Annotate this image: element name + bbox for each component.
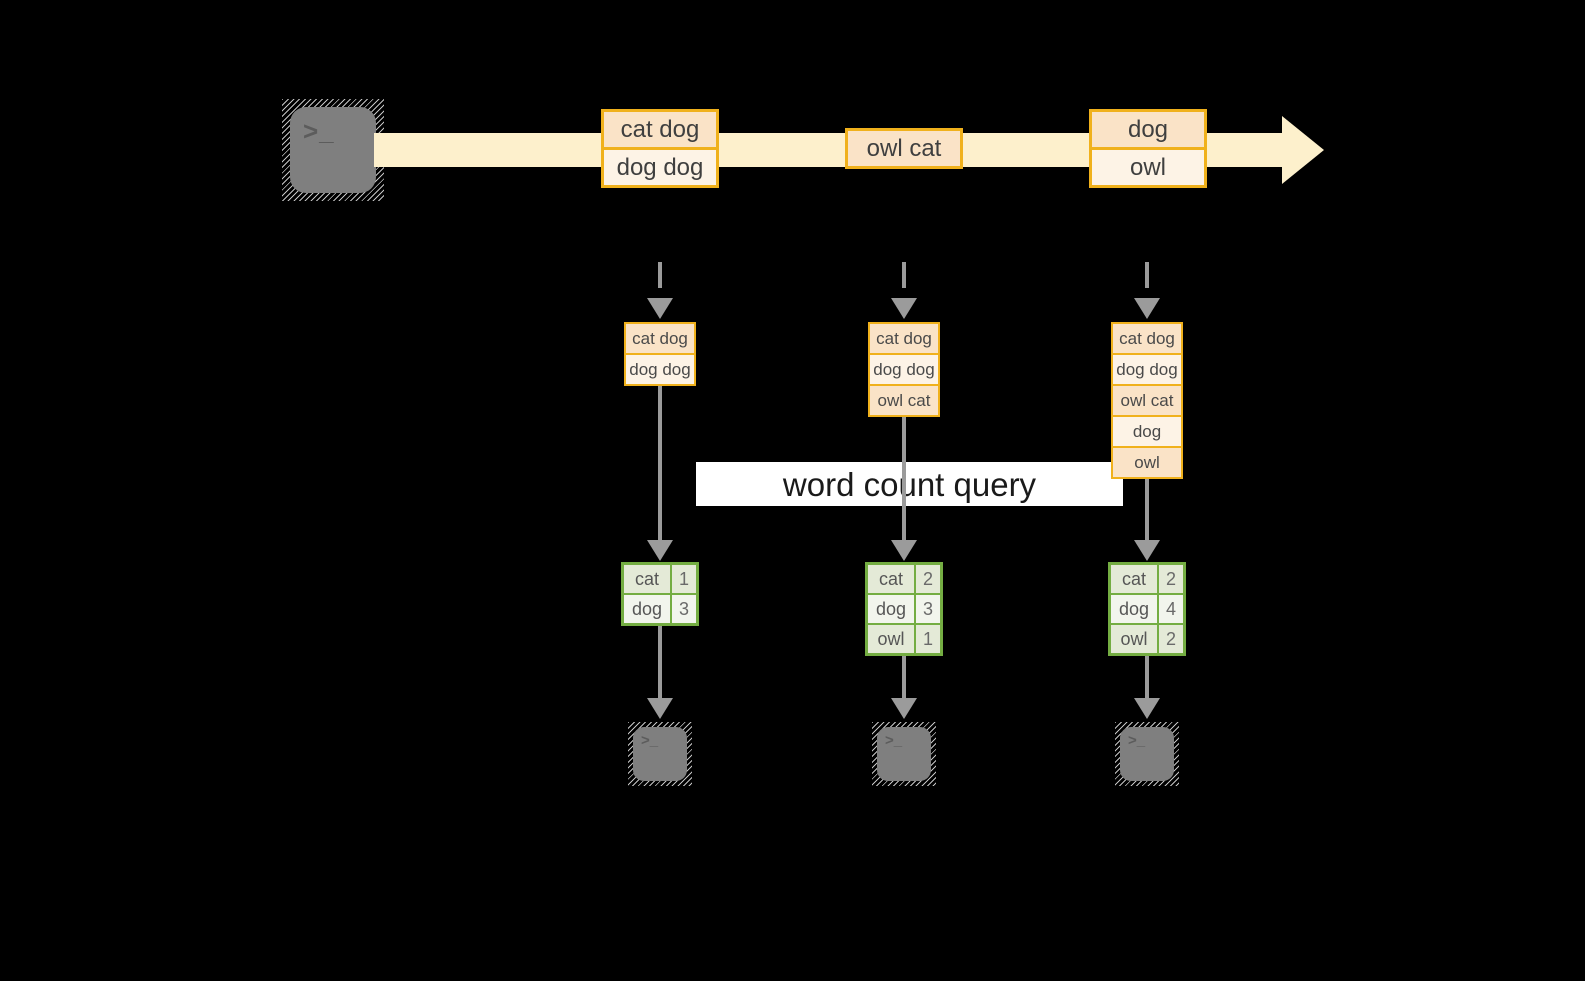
event-line: dog: [1092, 112, 1204, 147]
count-table-1: cat 1 dog 3: [621, 562, 699, 626]
state-row: dog: [1113, 415, 1181, 446]
count-word: owl: [1111, 625, 1159, 653]
terminal-prompt-glyph: >_: [641, 732, 659, 749]
arrow-shaft: [658, 386, 662, 540]
event-line: cat dog: [604, 112, 716, 147]
stream-event-batch-2: owl cat: [845, 128, 963, 169]
state-row: owl: [1113, 446, 1181, 477]
state-box-1: cat dog dog dog: [624, 322, 696, 386]
arrowhead-icon: [647, 698, 673, 719]
count-word: cat: [868, 565, 916, 593]
count-value: 3: [672, 595, 696, 623]
count-value: 4: [1159, 595, 1183, 623]
event-line: dog dog: [604, 147, 716, 185]
arrow-shaft: [1145, 479, 1149, 540]
terminal-prompt-glyph: >_: [885, 732, 903, 749]
terminal-output-icon-3: >_: [1115, 722, 1179, 786]
state-row: dog dog: [626, 353, 694, 384]
state-box-3: cat dog dog dog owl cat dog owl: [1111, 322, 1183, 479]
terminal-output-icon-1: >_: [628, 722, 692, 786]
event-line: owl cat: [848, 131, 960, 166]
state-box-2: cat dog dog dog owl cat: [868, 322, 940, 417]
terminal-source-icon: >_: [282, 99, 384, 201]
terminal-body: >_: [633, 727, 687, 781]
terminal-output-icon-2: >_: [872, 722, 936, 786]
count-table-3: cat 2 dog 4 owl 2: [1108, 562, 1186, 656]
arrowhead-icon: [647, 540, 673, 561]
terminal-body: >_: [877, 727, 931, 781]
state-row: dog dog: [1113, 353, 1181, 384]
terminal-body: >_: [290, 107, 376, 193]
arrowhead-icon: [1134, 298, 1160, 319]
arrow-shaft: [902, 656, 906, 698]
count-row: cat 2: [868, 565, 940, 593]
event-line: owl: [1092, 147, 1204, 185]
arrow-shaft: [658, 626, 662, 698]
count-word: cat: [1111, 565, 1159, 593]
arrowhead-icon: [891, 298, 917, 319]
count-word: cat: [624, 565, 672, 593]
terminal-body: >_: [1120, 727, 1174, 781]
arrowhead-icon: [1134, 540, 1160, 561]
terminal-prompt-glyph: >_: [303, 116, 335, 146]
count-value: 3: [916, 595, 940, 623]
state-row: cat dog: [626, 324, 694, 353]
count-word: dog: [868, 595, 916, 623]
count-value: 1: [916, 625, 940, 653]
count-row: dog 4: [1111, 593, 1183, 623]
count-row: dog 3: [624, 593, 696, 623]
count-word: owl: [868, 625, 916, 653]
query-label: word count query: [696, 462, 1123, 506]
arrowhead-icon: [891, 540, 917, 561]
count-value: 2: [1159, 565, 1183, 593]
count-table-2: cat 2 dog 3 owl 1: [865, 562, 943, 656]
count-row: cat 1: [624, 565, 696, 593]
count-row: owl 1: [868, 623, 940, 653]
stream-event-batch-3: dog owl: [1089, 109, 1207, 188]
count-row: owl 2: [1111, 623, 1183, 653]
count-value: 2: [916, 565, 940, 593]
count-value: 1: [672, 565, 696, 593]
arrowhead-icon: [647, 298, 673, 319]
state-row: cat dog: [1113, 324, 1181, 353]
count-word: dog: [624, 595, 672, 623]
dashed-arrow-shaft: [902, 262, 906, 288]
count-row: dog 3: [868, 593, 940, 623]
arrowhead-icon: [1134, 698, 1160, 719]
stream-event-batch-1: cat dog dog dog: [601, 109, 719, 188]
dashed-arrow-shaft: [658, 262, 662, 288]
state-row: dog dog: [870, 353, 938, 384]
state-row: owl cat: [870, 384, 938, 415]
terminal-prompt-glyph: >_: [1128, 732, 1146, 749]
stream-timeline-arrowhead-icon: [1282, 116, 1324, 184]
arrow-shaft: [1145, 656, 1149, 698]
state-row: cat dog: [870, 324, 938, 353]
dashed-arrow-shaft: [1145, 262, 1149, 288]
arrowhead-icon: [891, 698, 917, 719]
count-word: dog: [1111, 595, 1159, 623]
count-row: cat 2: [1111, 565, 1183, 593]
count-value: 2: [1159, 625, 1183, 653]
state-row: owl cat: [1113, 384, 1181, 415]
arrow-shaft: [902, 417, 906, 540]
